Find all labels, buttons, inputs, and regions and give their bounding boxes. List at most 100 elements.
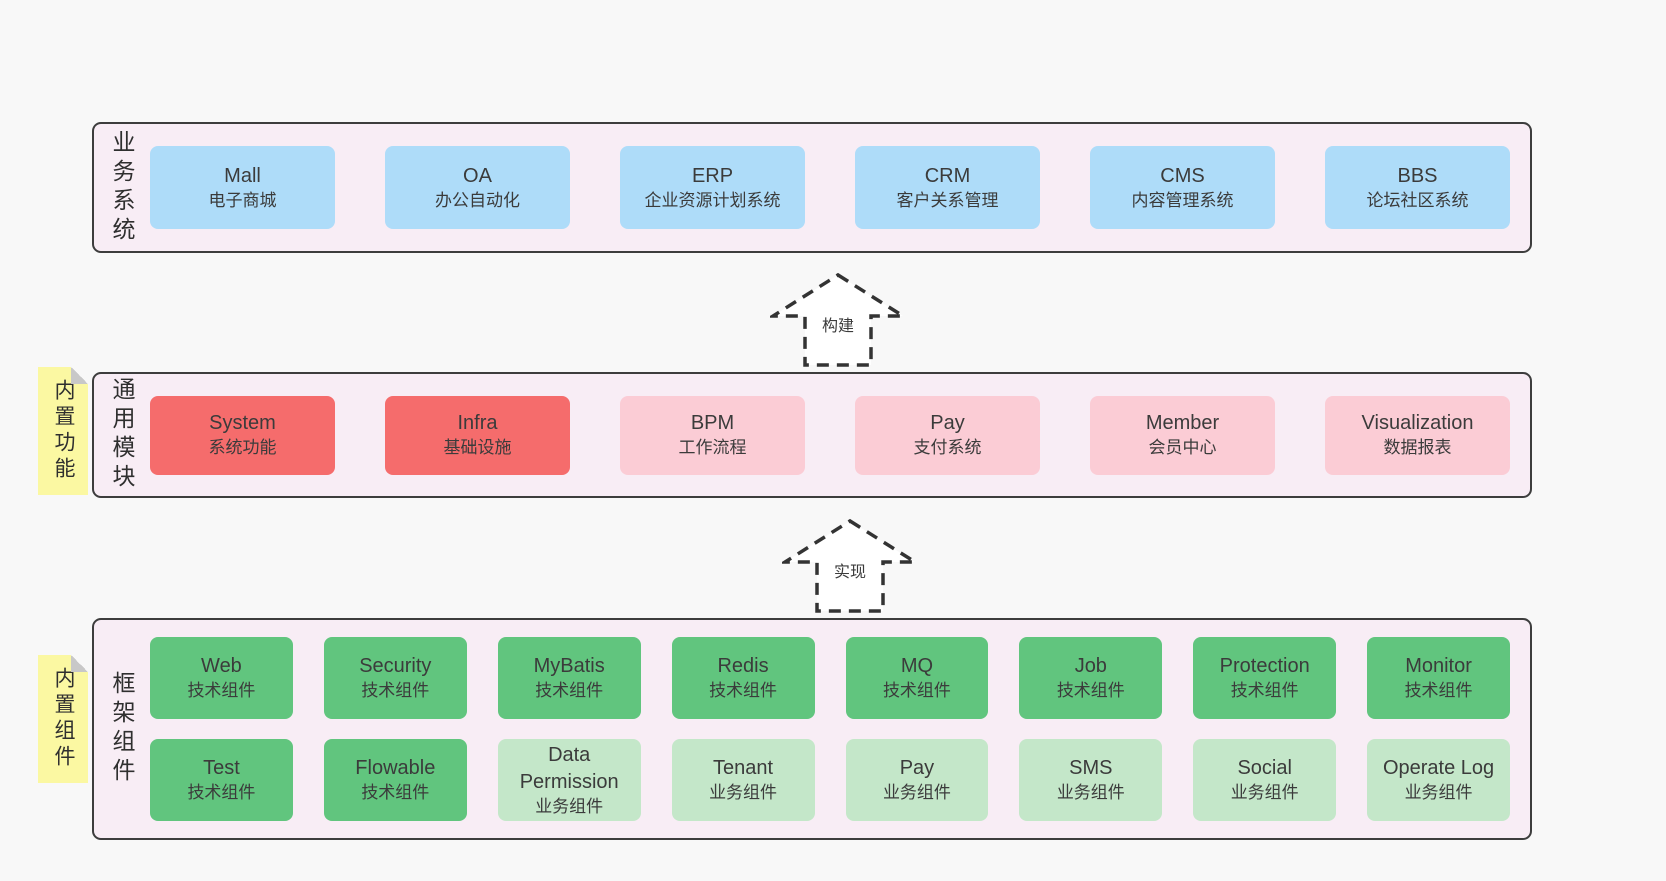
box-subtitle: 业务组件 — [535, 796, 604, 816]
common-boxes-row: System 系统功能 Infra 基础设施 BPM 工作流程 Pay 支付系统… — [150, 395, 1510, 475]
box-title: Operate Log — [1382, 757, 1495, 780]
box-title: Web — [201, 655, 242, 678]
box-subtitle: 业务组件 — [882, 783, 951, 803]
box-cms: CMS 内容管理系统 — [1090, 146, 1275, 229]
box-title: Monitor — [1405, 655, 1472, 678]
box-infra: Infra 基础设施 — [385, 395, 570, 475]
box-security: Security 技术组件 — [323, 637, 467, 719]
box-subtitle: 技术组件 — [882, 681, 951, 701]
business-systems-label: 业务系统 — [109, 129, 135, 246]
box-oa: OA 办公自动化 — [385, 146, 570, 229]
box-web: Web 技术组件 — [150, 637, 293, 719]
box-bbs: BBS 论坛社区系统 — [1325, 146, 1510, 229]
box-title: BBS — [1397, 164, 1438, 187]
box-pay-module: Pay 支付系统 — [855, 395, 1040, 475]
box-subtitle: 技术组件 — [535, 681, 604, 701]
box-subtitle: 业务组件 — [1230, 783, 1299, 803]
box-title: Social — [1237, 757, 1292, 780]
box-redis: Redis 技术组件 — [671, 637, 815, 719]
box-subtitle: 业务组件 — [709, 783, 778, 803]
box-subtitle: 系统功能 — [208, 438, 277, 458]
box-test: Test 技术组件 — [150, 739, 293, 821]
box-title: Redis — [717, 655, 769, 678]
box-subtitle: 客户关系管理 — [896, 190, 999, 210]
box-title: System — [209, 412, 276, 435]
box-social: Social 业务组件 — [1193, 739, 1337, 821]
built-in-features-tag: 内置功能 — [38, 367, 88, 495]
box-data-permission: Data Permission 业务组件 — [497, 739, 641, 821]
box-title: SMS — [1069, 757, 1113, 780]
box-mybatis: MyBatis 技术组件 — [497, 637, 641, 719]
box-subtitle: 会员中心 — [1148, 438, 1217, 458]
built-in-components-tag: 内置组件 — [38, 655, 88, 783]
common-modules-panel: 通用模块 System 系统功能 Infra 基础设施 BPM 工作流程 Pay… — [92, 372, 1532, 498]
box-subtitle: 技术组件 — [187, 681, 256, 701]
box-title: BPM — [690, 412, 735, 435]
box-job: Job 技术组件 — [1019, 637, 1163, 719]
box-subtitle: 业务组件 — [1404, 783, 1473, 803]
business-systems-panel: 业务系统 Mall 电子商城 OA 办公自动化 ERP 企业资源计划系统 CRM… — [92, 122, 1532, 253]
box-subtitle: 技术组件 — [361, 681, 430, 701]
box-title: Data Permission — [519, 743, 619, 793]
box-title: Mall — [224, 164, 261, 187]
box-subtitle: 技术组件 — [361, 783, 430, 803]
box-title: Flowable — [355, 757, 436, 780]
box-subtitle: 支付系统 — [913, 438, 982, 458]
box-title: Security — [359, 655, 432, 678]
box-subtitle: 企业资源计划系统 — [644, 190, 781, 210]
box-visualization: Visualization 数据报表 — [1325, 395, 1510, 475]
box-title: Pay — [930, 412, 965, 435]
box-subtitle: 基础设施 — [443, 438, 512, 458]
framework-boxes-grid: Web 技术组件 Security 技术组件 MyBatis 技术组件 Redi… — [150, 637, 1510, 821]
box-subtitle: 数据报表 — [1383, 438, 1452, 458]
box-pay-component: Pay 业务组件 — [845, 739, 989, 821]
box-title: OA — [463, 164, 492, 187]
box-system: System 系统功能 — [150, 395, 335, 475]
box-title: Tenant — [713, 757, 774, 780]
build-arrow-label: 构建 — [818, 312, 858, 336]
built-in-components-tag-text: 内置组件 — [52, 667, 75, 771]
box-subtitle: 技术组件 — [187, 783, 256, 803]
box-crm: CRM 客户关系管理 — [855, 146, 1040, 229]
build-arrow: 构建 — [770, 272, 906, 368]
box-sms: SMS 业务组件 — [1019, 739, 1163, 821]
implement-arrow: 实现 — [782, 518, 918, 614]
box-tenant: Tenant 业务组件 — [671, 739, 815, 821]
box-member: Member 会员中心 — [1090, 395, 1275, 475]
box-subtitle: 业务组件 — [1056, 783, 1125, 803]
framework-row-1: Web 技术组件 Security 技术组件 MyBatis 技术组件 Redi… — [150, 637, 1510, 719]
box-subtitle: 办公自动化 — [435, 190, 520, 210]
box-subtitle: 工作流程 — [678, 438, 747, 458]
box-title: CRM — [924, 164, 971, 187]
box-subtitle: 技术组件 — [1404, 681, 1473, 701]
box-mall: Mall 电子商城 — [150, 146, 335, 229]
box-title: MQ — [900, 655, 934, 678]
box-bpm: BPM 工作流程 — [620, 395, 805, 475]
box-title: Protection — [1219, 655, 1310, 678]
box-operate-log: Operate Log 业务组件 — [1367, 739, 1510, 821]
box-flowable: Flowable 技术组件 — [323, 739, 467, 821]
box-title: Test — [203, 757, 240, 780]
box-title: Visualization — [1361, 412, 1474, 435]
box-title: MyBatis — [533, 655, 605, 678]
box-title: Infra — [457, 412, 498, 435]
framework-components-label: 框架组件 — [109, 671, 135, 787]
box-subtitle: 内容管理系统 — [1131, 190, 1234, 210]
built-in-features-tag-text: 内置功能 — [52, 379, 75, 483]
box-title: CMS — [1160, 164, 1205, 187]
box-subtitle: 电子商城 — [208, 190, 277, 210]
box-title: ERP — [691, 164, 734, 187]
box-title: Pay — [899, 757, 935, 780]
common-modules-label: 通用模块 — [109, 377, 135, 493]
box-erp: ERP 企业资源计划系统 — [620, 146, 805, 229]
box-monitor: Monitor 技术组件 — [1367, 637, 1510, 719]
box-title: Job — [1074, 655, 1107, 678]
box-subtitle: 技术组件 — [1056, 681, 1125, 701]
box-subtitle: 论坛社区系统 — [1366, 190, 1469, 210]
box-subtitle: 技术组件 — [709, 681, 778, 701]
box-title: Member — [1145, 412, 1220, 435]
framework-row-2: Test 技术组件 Flowable 技术组件 Data Permission … — [150, 739, 1510, 821]
business-boxes-row: Mall 电子商城 OA 办公自动化 ERP 企业资源计划系统 CRM 客户关系… — [150, 146, 1510, 229]
box-protection: Protection 技术组件 — [1193, 637, 1337, 719]
